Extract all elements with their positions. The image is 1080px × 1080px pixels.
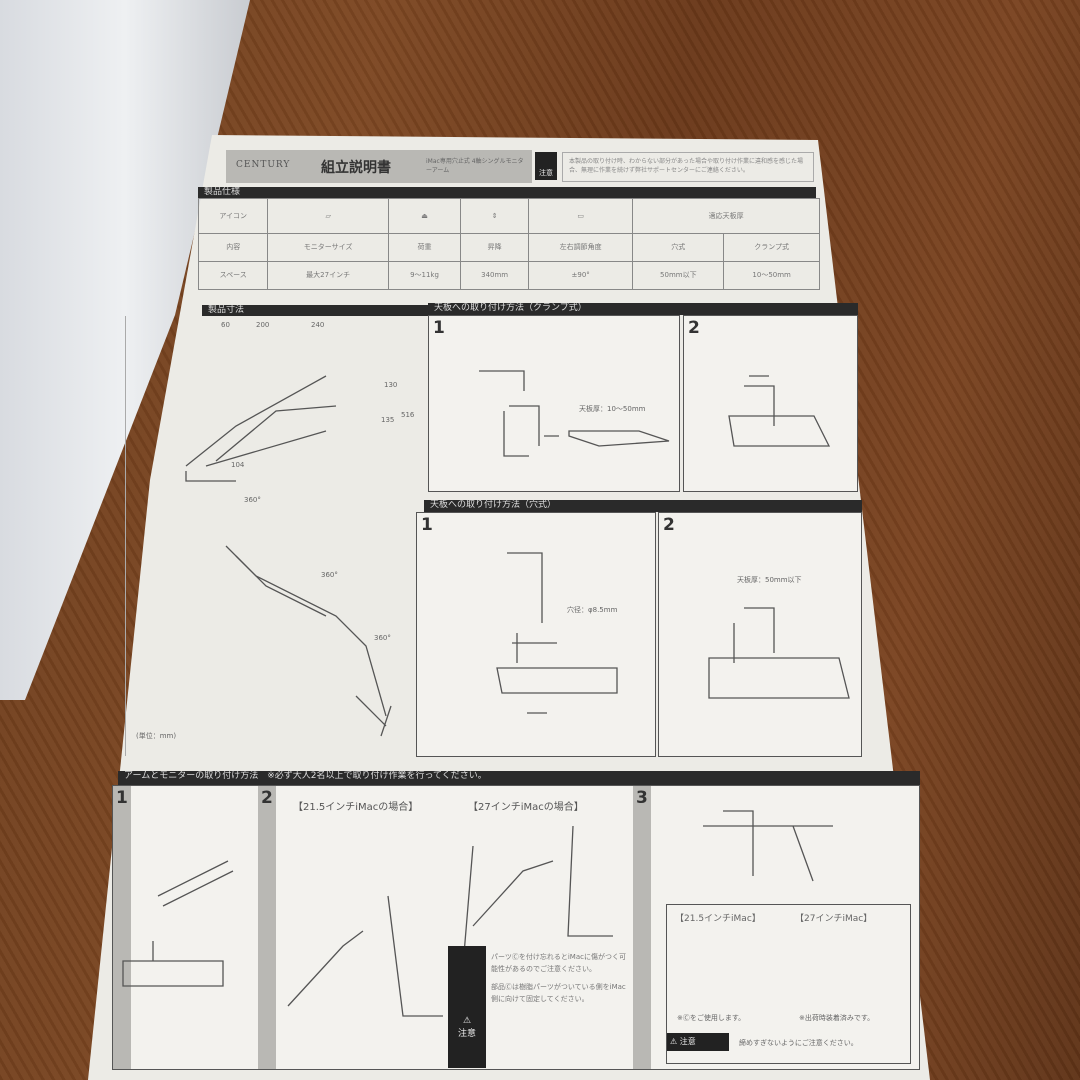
specs-section-title: 製品仕様 [198,187,816,198]
spec-value: 50mm以下 [632,260,725,291]
monitor-mount-drawings [122,810,833,1017]
product-subtitle: iMac専用穴止式 4軸シングルモニターアーム [426,158,524,174]
clamp-drawing [479,370,670,457]
warning-badge: 注意 [535,152,557,180]
clamp-section-title: 天板への取り付け方法（クランプ式） [428,303,858,315]
note-27: ※出荷時装着済みです。 [799,1014,875,1022]
thickness-header: 適応天板厚 [632,198,820,234]
caution-label: 注意 [457,1029,476,1039]
warning-label: 注意 [539,169,553,177]
dim-label: 360° [374,634,391,642]
clamp-step-1: 1 天板厚：10～50mm [428,315,680,492]
clamp-installed-drawing [728,375,831,447]
dim-label: 200 [256,321,270,329]
caution-text: パーツⒸを付け忘れるとiMacに傷がつく可能性があるのでご注意ください。 部品Ⓒ… [491,951,631,1005]
spec-label: 穴式 [632,232,725,262]
dim-label: 104 [231,461,245,469]
dim-label: 360° [244,496,261,504]
step-number: 2 [261,788,273,808]
step-number: 1 [116,788,128,808]
dimensions-panel: 60 200 240 130 135 516 104 360° 360° 360… [125,316,430,756]
hole-label: 穴径：φ8.5mm [567,606,618,614]
step-2-tab: 2 [258,786,276,1069]
grommet-step-2: 2 天板厚：50mm以下 [658,512,862,757]
spec-value: ±90° [528,260,634,291]
grommet-installed-drawing [708,607,850,699]
spec-value: 340mm [460,260,530,291]
warning-text: 本製品の取り付け時、わからない部分があった場合や取り付け作業に違和感を感じた場合… [562,152,814,182]
step-3-tab: 3 [633,786,651,1069]
case-215-label: 【21.5インチiMacの場合】 [293,802,419,813]
dim-label: 130 [384,381,398,389]
bottom-caution-badge: ⚠ 注意 [667,1033,729,1051]
thickness-label: 天板厚：50mm以下 [737,576,802,584]
detail-box: 【21.5インチiMac】 【27インチiMac】 ※Ⓒをご使用します。 ※出荷… [666,904,911,1064]
dimensions-section-title: 製品寸法 [202,305,430,316]
monitor-panel: 1 2 3 【21.5インチiMacの場合】 【27インチiMacの場合】 ⚠ 注… [112,785,920,1070]
spec-label: 昇降 [460,232,530,262]
spec-value: 10～50mm [723,260,820,291]
swivel-icon: ▭ [528,198,634,234]
warning-triangle-icon: ⚠ [462,1016,472,1026]
dim-label: 360° [321,571,338,579]
step-number: 2 [663,515,675,535]
grommet-section-title: 天板への取り付け方法（穴式） [424,500,862,512]
spec-value: 9～11kg [387,260,462,291]
dim-label: 60 [221,321,230,329]
monitor-section-title: アームとモニターの取り付け方法 ※必ず大人2名以上で取り付け作業を行ってください… [118,771,920,785]
row-label: スペース [197,260,269,291]
specs-table: アイコン ▱⏏⇕▭ 適応天板厚 内容 モニターサイズ荷重昇降左右調節角度 穴式ク… [197,198,820,291]
row-label: 内容 [197,232,269,262]
step-number: 1 [421,515,433,535]
spec-label: モニターサイズ [267,232,389,262]
thickness-label: 天板厚：10～50mm [579,405,646,413]
caution-label: 注意 [679,1037,696,1046]
step-number: 1 [433,318,445,338]
height-adjust-icon: ⇕ [460,198,530,234]
arm-dimension-drawing [185,375,392,737]
detail-27-label: 【27インチiMac】 [795,914,873,924]
header-bar: CENTURY 組立説明書 iMac専用穴止式 4軸シングルモニターアーム [226,150,532,183]
caution-badge: ⚠ 注意 [448,946,486,1068]
dim-label: 240 [311,321,325,329]
spec-label: 荷重 [387,232,462,262]
row-label: アイコン [197,198,269,234]
step-1-tab: 1 [113,786,131,1069]
bottom-caution-text: 締めすぎないようにご注意ください。 [739,1039,858,1047]
spec-label: クランプ式 [723,232,820,262]
unit-label: (単位：mm) [136,732,177,740]
grommet-drawing [496,552,618,714]
weight-icon: ⏏ [387,198,462,234]
detail-215-label: 【21.5インチiMac】 [675,914,761,924]
step-number: 2 [688,318,700,338]
step-number: 3 [636,788,648,808]
caution-line: パーツⒸを付け忘れるとiMacに傷がつく可能性があるのでご注意ください。 [491,953,626,973]
case-27-label: 【27インチiMacの場合】 [468,802,584,813]
spec-label: 左右調節角度 [528,232,634,262]
document-title: 組立説明書 [321,160,391,176]
caution-line: 部品Ⓒは樹脂パーツがついている側をiMac側に向けて固定してください。 [491,983,626,1003]
grommet-step-1: 1 穴径：φ8.5mm [416,512,656,757]
dim-label: 135 [381,416,395,424]
dim-label: 516 [401,411,415,419]
brand-logo: CENTURY [236,160,291,170]
note-215: ※Ⓒをご使用します。 [677,1014,746,1022]
spec-value: 最大27インチ [267,260,389,291]
monitor-size-icon: ▱ [267,198,389,234]
clamp-step-2: 2 [683,315,858,492]
